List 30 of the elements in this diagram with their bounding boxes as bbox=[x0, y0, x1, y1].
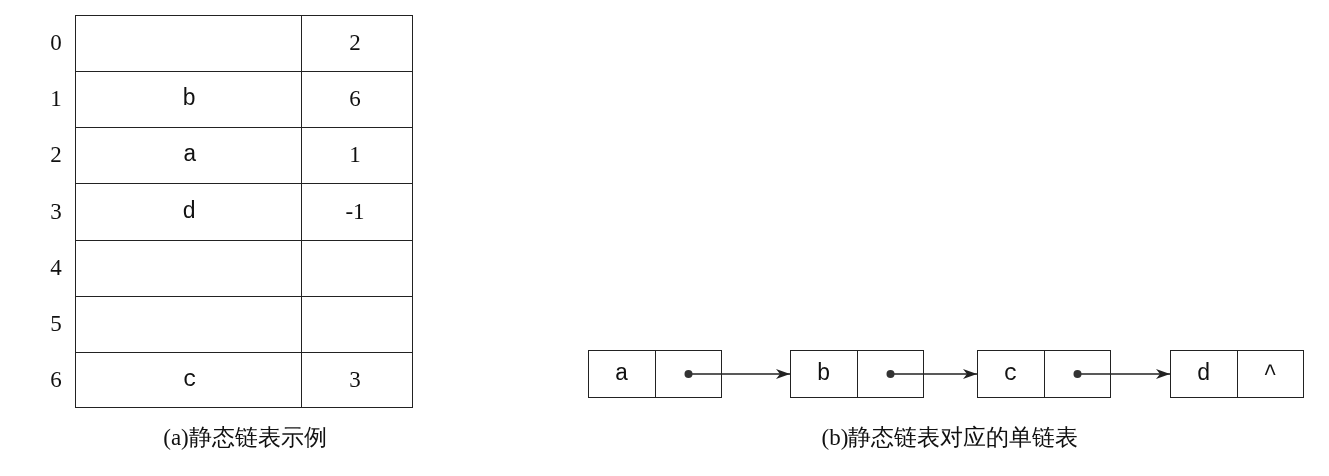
cell-value: d bbox=[182, 197, 197, 226]
list-node bbox=[1170, 350, 1304, 398]
row-index: 3 bbox=[50, 197, 62, 226]
list-node bbox=[977, 350, 1111, 398]
cell-value: c bbox=[182, 365, 197, 394]
list-node bbox=[588, 350, 722, 398]
node-value: b bbox=[816, 361, 831, 387]
row-index: 0 bbox=[50, 29, 62, 58]
node-value: d bbox=[1196, 361, 1211, 387]
row-index: 6 bbox=[50, 365, 62, 394]
null-pointer: ^ bbox=[1263, 361, 1278, 387]
next-index: 3 bbox=[349, 365, 361, 394]
next-index: 6 bbox=[349, 85, 361, 114]
list-node bbox=[790, 350, 924, 398]
next-index: -1 bbox=[345, 197, 365, 226]
next-index: 2 bbox=[349, 29, 361, 58]
pointer-arrow bbox=[1073, 369, 1171, 379]
node-value: c bbox=[1003, 361, 1018, 387]
row-index: 2 bbox=[50, 141, 62, 170]
next-index: 1 bbox=[349, 141, 361, 170]
node-value: a bbox=[614, 361, 629, 387]
cell-value: a bbox=[182, 141, 197, 170]
pointer-arrow bbox=[886, 369, 978, 379]
row-index: 5 bbox=[50, 309, 62, 338]
caption: (a)静态链表示例 bbox=[163, 424, 327, 452]
row-index: 1 bbox=[50, 85, 62, 114]
caption: (b)静态链表对应的单链表 bbox=[821, 424, 1079, 452]
cell-value: b bbox=[182, 85, 197, 114]
row-index: 4 bbox=[50, 253, 62, 282]
pointer-arrow bbox=[684, 369, 791, 379]
